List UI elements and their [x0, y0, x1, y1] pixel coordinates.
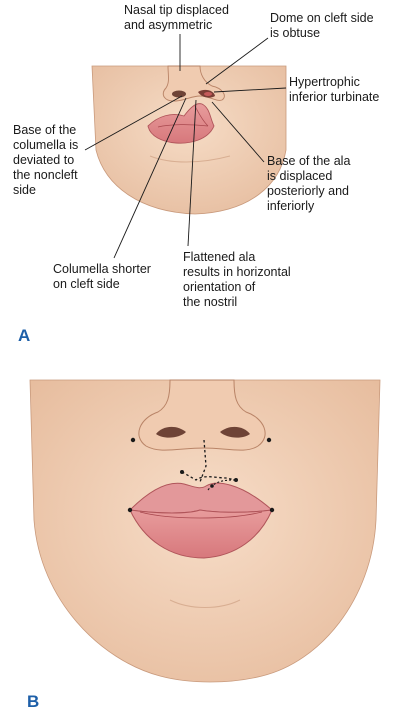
panel-letter-b: B: [27, 692, 40, 711]
label-flattened-ala: Flattened ala results in horizontal orie…: [183, 250, 291, 309]
label-columella-short: Columella shorter on cleft side: [53, 262, 151, 291]
panel-b-surgical-markings: [127, 437, 275, 513]
panel-letter-a: A: [18, 326, 31, 345]
panel-a-cleft-lip: [147, 103, 215, 144]
label-nasal-tip: Nasal tip displaced and asymmetric: [124, 3, 229, 32]
label-ala-base: Base of the ala is displaced posteriorly…: [267, 154, 351, 213]
panel-b-nostril-left: [156, 426, 186, 438]
label-columella-base: Base of the columella is deviated to the…: [13, 123, 79, 197]
panel-a-nostril-left: [172, 90, 186, 98]
panel-b-face: [29, 379, 381, 683]
panel-a-face: [91, 65, 287, 215]
label-turbinate: Hypertrophic inferior turbinate: [289, 75, 380, 104]
panel-b-nostril-right: [220, 426, 250, 438]
label-dome: Dome on cleft side is obtuse: [270, 11, 374, 40]
panel-a-leader-lines: [84, 34, 287, 259]
